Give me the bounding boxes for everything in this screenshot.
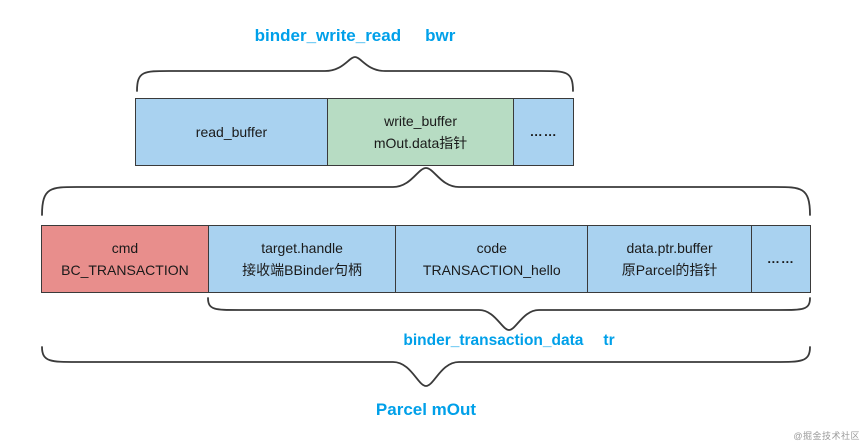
tr-var-name: tr (603, 332, 615, 349)
transaction-data-label: binder_transaction_data tr (207, 332, 811, 350)
title-var-name: bwr (425, 26, 456, 45)
cell-cmd-label: cmd (111, 240, 139, 257)
parcel-mout-label: Parcel mOut (375, 400, 477, 419)
brace-bwr-top (136, 56, 574, 92)
cell-target-handle-desc: 接收端BBinder句柄 (242, 261, 362, 278)
cell-cmd: cmd BC_TRANSACTION (42, 226, 208, 292)
cell-data-ptr-buffer-desc: 原Parcel的指针 (621, 261, 718, 278)
watermark: @掘金技术社区 (793, 431, 860, 441)
cell-code-value: TRANSACTION_hello (422, 261, 561, 278)
tr-struct-name: binder_transaction_data (403, 332, 584, 349)
cell-write-buffer-label: write_buffer (384, 113, 457, 130)
cell-cmd-value: BC_TRANSACTION (61, 261, 189, 278)
cell-transaction-ellipsis: …… (750, 226, 810, 292)
diagram-title: binder_write_read bwr (136, 26, 574, 46)
cell-write-buffer: write_buffer mOut.data指针 (326, 99, 514, 165)
cell-read-buffer: read_buffer (136, 99, 327, 165)
brace-binder-transaction-data (207, 297, 811, 331)
transaction-struct-row: cmd BC_TRANSACTION target.handle 接收端BBin… (41, 225, 811, 293)
cell-read-buffer-label: read_buffer (195, 123, 268, 140)
cell-write-buffer-sublabel: mOut.data指针 (373, 134, 468, 151)
bwr-struct-row: read_buffer write_buffer mOut.data指针 …… (135, 98, 574, 166)
cell-code: code TRANSACTION_hello (395, 226, 588, 292)
cell-target-handle: target.handle 接收端BBinder句柄 (207, 226, 396, 292)
cell-data-ptr-buffer-label: data.ptr.buffer (626, 240, 713, 257)
cell-target-handle-label: target.handle (261, 240, 343, 257)
brace-parcel-mout (41, 346, 811, 387)
cell-bwr-ellipsis: …… (513, 99, 573, 165)
brace-write-buffer-expansion (41, 167, 811, 216)
cell-data-ptr-buffer: data.ptr.buffer 原Parcel的指针 (587, 226, 751, 292)
cell-code-label: code (476, 240, 507, 257)
title-struct-name: binder_write_read (254, 26, 402, 45)
